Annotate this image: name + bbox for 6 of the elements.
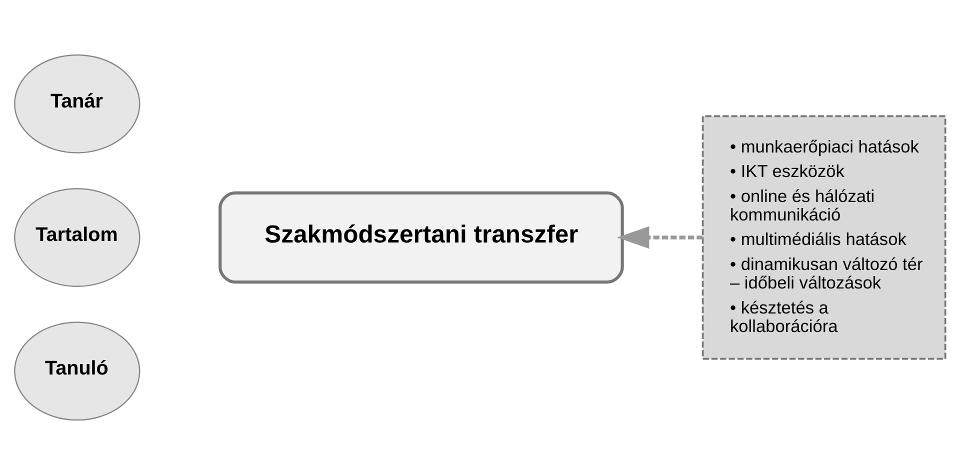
- node-ellipse: Tartalom: [14, 188, 140, 287]
- node-ellipse: Tanuló: [14, 322, 140, 421]
- node-ellipse: Tanár: [14, 54, 140, 154]
- node-box: • munkaerőpiaci hatások • IKT eszközök • online és hálózati kommunikáció • multimédiális hatások • dinamikusan változó tér – időbeli változások • késztetés a kollaborációra: [701, 115, 946, 360]
- node-box: Szakmódszertani transzfer: [218, 191, 624, 284]
- arrow: [616, 226, 702, 249]
